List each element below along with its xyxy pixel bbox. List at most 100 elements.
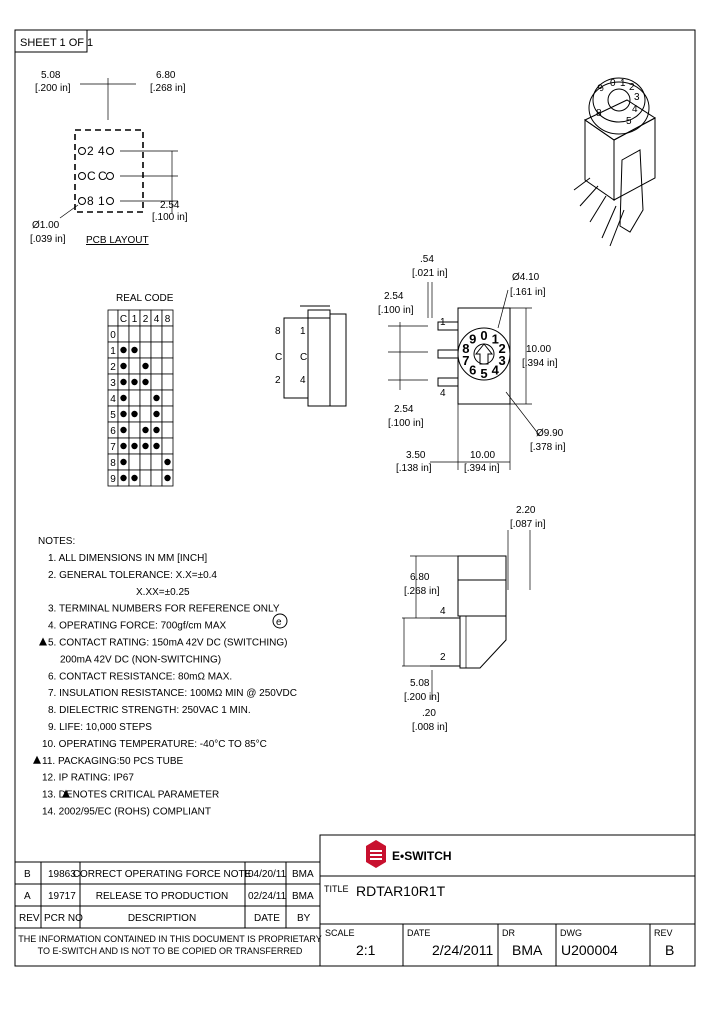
eswitch-logo: E•SWITCH	[366, 840, 452, 868]
real-code-pos: 4	[110, 394, 116, 405]
note-badge-circle	[272, 613, 288, 629]
pcb-pin-label: 8	[87, 194, 94, 208]
real-code-title: REAL CODE	[116, 293, 174, 304]
desc-header: DESCRIPTION	[128, 913, 196, 924]
notes-title: NOTES:	[38, 536, 75, 547]
profile-dim-tab-mm: 2.20	[516, 505, 536, 516]
dr-label: DR	[502, 928, 515, 938]
front-dim-pitch1-in: [.100 in]	[378, 305, 414, 316]
dial-digit: 8	[462, 341, 469, 356]
dial-digit: 2	[498, 341, 505, 356]
by-header: BY	[297, 913, 311, 924]
real-code-pos: 9	[110, 474, 116, 485]
real-code-pos: 3	[110, 378, 116, 389]
front-dial	[457, 327, 511, 381]
note-line: 14. 2002/95/EC (ROHS) COMPLIANT	[42, 807, 211, 818]
dial-digit: 9	[469, 332, 476, 347]
front-dim-pitch2-in: [.100 in]	[388, 418, 424, 429]
real-code-pos: 6	[110, 426, 116, 437]
real-code-cell	[139, 341, 152, 359]
critical-marker-icon	[33, 755, 41, 764]
dial-digit: 4	[492, 362, 500, 377]
dr-value: BMA	[512, 942, 543, 958]
svg-text:9: 9	[596, 82, 607, 95]
front-dim-dia-in: [.161 in]	[510, 287, 546, 298]
real-code-cell	[161, 437, 174, 455]
front-dim-top-in: [.021 in]	[412, 268, 448, 279]
front-dim-offset-in: [.138 in]	[396, 463, 432, 474]
real-code-pos: 2	[110, 362, 116, 373]
real-code-pos: 1	[110, 346, 116, 357]
proprietary-line-2: TO E-SWITCH AND IS NOT TO BE COPIED OR T…	[38, 946, 303, 956]
rev-cell: A	[24, 891, 31, 902]
pcb-dim-right-mm: 6.80	[156, 70, 176, 81]
side-pin-label: 2	[275, 375, 281, 386]
real-code-cell	[128, 325, 141, 343]
profile-dim-tab-in: [.087 in]	[510, 519, 546, 530]
front-pin-top: 1	[440, 317, 446, 328]
date-label: DATE	[407, 928, 430, 938]
front-dim-knob-mm: Ø9.90	[536, 428, 564, 439]
side-pin-label: 4	[300, 375, 306, 386]
front-pin-bottom: 4	[440, 388, 446, 399]
pcr-header: PCR NO	[44, 913, 83, 924]
svg-text:1: 1	[620, 78, 626, 89]
real-code-cell	[161, 421, 174, 439]
note-line: 6. CONTACT RESISTANCE: 80mΩ MAX.	[48, 671, 232, 682]
dwg-label: DWG	[560, 928, 582, 938]
date-value: 2/24/2011	[432, 942, 493, 958]
real-code-dot	[120, 458, 127, 466]
real-code-cell	[161, 357, 174, 375]
real-code-cell	[139, 389, 152, 407]
real-code-cell	[128, 357, 141, 375]
real-code-dot	[120, 346, 127, 354]
real-code-dot	[164, 474, 171, 482]
real-code-dot	[131, 474, 138, 482]
real-code-cell	[161, 341, 174, 359]
real-code-cell	[150, 341, 163, 359]
real-code-dot	[153, 410, 160, 418]
svg-text:4: 4	[632, 104, 638, 115]
critical-marker-icon	[39, 637, 47, 646]
front-dim-pitch1-mm: 2.54	[384, 291, 404, 302]
note-line: 9. LIFE: 10,000 STEPS	[48, 722, 152, 733]
side-view: 8 C 2 1 C 4	[275, 305, 347, 407]
note-badge: e	[276, 617, 282, 628]
side-pin-label: C	[300, 352, 307, 363]
pcb-pin-label: C	[87, 169, 96, 183]
real-code-cell	[117, 325, 130, 343]
pcb-dim-left-mm: 5.08	[41, 70, 61, 81]
sheet-border	[14, 29, 696, 967]
dial-digit: 3	[498, 353, 505, 368]
pcb-outline	[74, 129, 144, 213]
front-dim-height-in: [.394 in]	[522, 358, 558, 369]
date-cell: 02/24/11	[248, 891, 287, 902]
real-code-cell	[150, 373, 163, 391]
profile-pin-b: 2	[440, 652, 446, 663]
date-header: DATE	[254, 913, 280, 924]
pcb-hole	[106, 147, 114, 155]
pcb-hole	[106, 172, 114, 180]
real-code-cell	[139, 405, 152, 423]
note-line: 3. TERMINAL NUMBERS FOR REFERENCE ONLY	[48, 604, 280, 615]
real-code-pos: 7	[110, 442, 116, 453]
real-code-pos: 8	[110, 458, 116, 469]
real-code-dot	[131, 378, 138, 386]
front-dim-top-mm: .54	[420, 254, 434, 265]
real-code-dot	[153, 442, 160, 450]
dwg-value: U200004	[561, 942, 618, 958]
real-code-cell	[139, 469, 152, 487]
note-line: 4. OPERATING FORCE: 700gf/cm MAX	[48, 621, 227, 632]
dial-digit: 7	[462, 353, 469, 368]
note-line: 8. DIELECTRIC STRENGTH: 250VAC 1 MIN.	[48, 705, 251, 716]
note-line: 12. IP RATING: IP67	[42, 773, 134, 784]
pcb-pin-label: 4	[98, 144, 105, 158]
real-code-dot	[131, 442, 138, 450]
rev-cell: B	[24, 869, 31, 880]
real-code-cell	[161, 373, 174, 391]
note-line: 200mA 42V DC (NON-SWITCHING)	[60, 654, 221, 665]
pcr-cell: 19717	[48, 891, 76, 902]
real-code-cell	[150, 325, 163, 343]
